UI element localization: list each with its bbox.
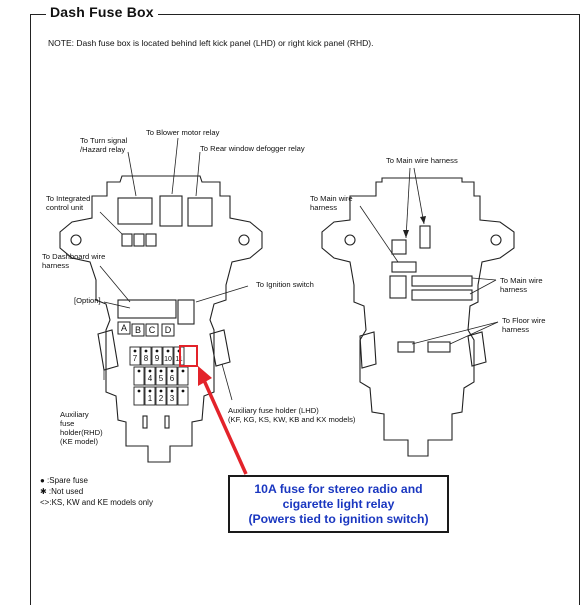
callout-box: 10A fuse for stereo radio and cigarette … [228, 475, 449, 533]
fuse-slot [133, 386, 145, 406]
label-main-harness-1: To Main wire harness [386, 156, 458, 165]
callout-arrow-line [201, 377, 248, 475]
spare-fuse-dot [137, 389, 141, 393]
connector-d [161, 323, 175, 337]
right-fusebox-outline [321, 177, 515, 457]
spare-fuse-dot [137, 369, 141, 373]
label-blower: To Blower motor relay [146, 128, 220, 137]
fuse-number: 7 [133, 354, 138, 363]
page-title: Dash Fuse Box [46, 4, 158, 20]
connector-b [131, 323, 145, 337]
legend-spare: ● :Spare fuse [40, 476, 88, 485]
fuse-number: 1 [148, 394, 153, 403]
fuse-number: 2 [159, 394, 164, 403]
spare-fuse-dot [155, 349, 159, 353]
location-note: NOTE: Dash fuse box is located behind le… [48, 38, 374, 48]
spare-fuse-dot [148, 369, 152, 373]
fuse-number: 3 [170, 394, 175, 403]
callout-arrow-head [198, 366, 212, 386]
label-aux-lhd: Auxiliary fuse holder (LHD)(KF, KG, KS, … [228, 406, 356, 424]
spare-fuse-dot [181, 389, 185, 393]
left-fusebox-outline [59, 175, 263, 463]
spare-fuse-dot [148, 389, 152, 393]
spare-fuse-dot [166, 349, 170, 353]
fuse-slot [151, 346, 163, 366]
fuse-number: 4 [148, 374, 153, 383]
spare-fuse-dot [133, 349, 137, 353]
spare-fuse-dot [144, 349, 148, 353]
fuse-slot [144, 386, 156, 406]
connector-label-d: D [165, 325, 172, 335]
spare-fuse-dot [181, 369, 185, 373]
spare-fuse-dot [170, 369, 174, 373]
fuse-slot [155, 366, 167, 386]
label-ignition: To Ignition switch [256, 280, 314, 289]
fuse-number: 6 [170, 374, 175, 383]
spare-fuse-dot [159, 369, 163, 373]
fuse-slot [140, 346, 152, 366]
fuse-slot [155, 386, 167, 406]
legend: ● :Spare fuse ✱ :Not used <>:KS, KW and … [40, 475, 153, 508]
spare-fuse-dot [170, 389, 174, 393]
fuse-number: 10 [164, 356, 172, 363]
callout-line-1: 10A fuse for stereo radio and [254, 482, 423, 496]
fuse-number: 9 [155, 354, 160, 363]
connector-label-b: B [135, 325, 141, 335]
label-option: [Option] [74, 296, 101, 305]
label-rear-window: To Rear window defogger relay [200, 144, 305, 153]
fuse-slot [162, 346, 174, 366]
fuse-slot [177, 386, 189, 406]
connector-label-c: C [149, 325, 156, 335]
diagram-frame [30, 14, 580, 605]
legend-not-used: ✱ :Not used [40, 487, 84, 496]
fuse-11-highlight [179, 345, 198, 367]
legend-models: <>:KS, KW and KE models only [40, 498, 153, 507]
fuse-slot [129, 346, 141, 366]
connector-label-a: A [121, 323, 127, 333]
callout-line-2: cigarette light relay [282, 497, 395, 511]
fuse-slot [144, 366, 156, 386]
fuse-slot [133, 366, 145, 386]
fuse-slot [166, 386, 178, 406]
fuse-slot [166, 366, 178, 386]
fuse-number: 8 [144, 354, 149, 363]
label-turn-signal: To Turn signal/Hazard relay [80, 136, 128, 154]
callout-line-3: (Powers tied to ignition switch) [248, 512, 429, 526]
spare-fuse-dot [159, 389, 163, 393]
fuse-number: 5 [159, 374, 164, 383]
connector-a [117, 321, 131, 335]
connector-c [145, 323, 159, 337]
